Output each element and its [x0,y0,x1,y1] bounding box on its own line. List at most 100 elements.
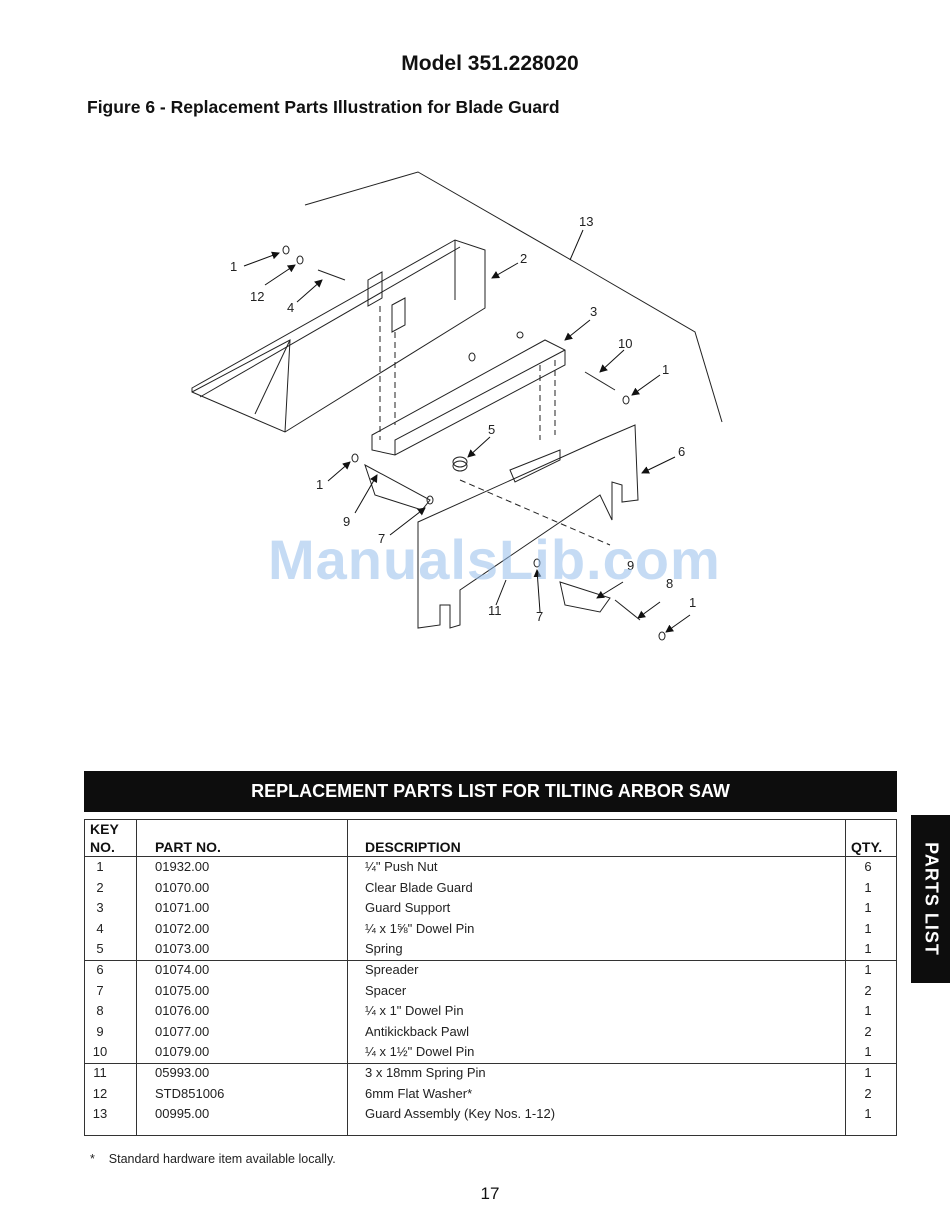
column-divider [136,820,137,1135]
qty-cell: 1 [864,962,872,977]
header-key: NO. [90,839,115,855]
part-no-cell: 01072.00 [155,920,210,936]
parts-list-side-tab: PARTS LIST [911,815,950,983]
guard-assembly-outline [304,171,723,423]
table-row: 1 01932.00 ¼" Push Nut 6 [85,857,896,878]
table-row: 3 01071.00 Guard Support 1 [85,898,896,919]
table-row: 10 01079.00 ¼ x 1½" Dowel Pin 1 [85,1042,896,1063]
page-number: 17 [480,1184,500,1203]
key-cell: 12 [92,1085,108,1101]
callout-label: 2 [520,251,527,266]
key-cell: 5 [96,941,104,957]
description-cell: ¼" Push Nut [365,859,438,874]
part-no-cell: 01076.00 [155,1003,210,1019]
callout-label: 10 [618,336,632,351]
qty-cell: 1 [864,941,872,957]
qty-cell: 1 [864,1044,872,1060]
guard-tab-right [391,297,406,333]
key-cell: 6 [96,962,104,977]
callout-label: 13 [579,214,593,229]
figure-title: Figure 6 - Replacement Parts Illustratio… [87,97,560,117]
description-cell: 6mm Flat Washer* [365,1085,473,1101]
spacer [426,495,434,505]
header-key: KEY [90,821,119,837]
column-divider [347,820,348,1135]
watermark: ManualsLib.com [268,528,721,591]
table-row: 5 01073.00 Spring 1 [85,939,896,960]
header-part: PART NO. [155,839,221,855]
qty-cell: 1 [864,900,872,916]
spring [452,456,468,472]
footnote: * Standard hardware item available local… [90,1152,336,1166]
callout-label: 3 [590,304,597,319]
description-cell: ¼ x 1" Dowel Pin [365,1003,464,1019]
part-no-cell: 01074.00 [155,962,210,977]
key-cell: 4 [96,920,104,936]
push-nut [658,631,666,641]
blade-guard-exploded-diagram: 1 2 3 4 5 6 7 9 10 1 1 11 12 13 7 9 8 1 [191,171,723,641]
callout-label: 7 [378,531,385,546]
qty-cell: 1 [864,920,872,936]
qty-cell: 6 [864,859,872,874]
antikickback-pawl-left [364,463,431,511]
callout-label: 4 [287,300,294,315]
description-cell: Spring [365,941,403,957]
key-cell: 10 [92,1044,108,1060]
callout-label: 9 [343,514,350,529]
flat-washer [296,255,304,265]
table-row: 13 00995.00 Guard Assembly (Key Nos. 1-12)… [85,1104,896,1125]
key-cell: 11 [93,1065,107,1080]
description-cell: Antikickback Pawl [365,1023,470,1039]
key-cell: 3 [96,900,104,916]
footnote-mark: * [90,1152,95,1166]
callout-label: 8 [666,576,673,591]
description-cell: Guard Assembly (Key Nos. 1-12) [365,1106,556,1122]
callout-label: 6 [678,444,685,459]
antikickback-pawl-right [559,581,611,613]
callout-label: 1 [662,362,669,377]
spreader [417,424,639,629]
qty-cell: 1 [864,1106,872,1122]
description-cell: Clear Blade Guard [365,879,473,895]
column-divider [845,820,846,1135]
part-no-cell: 01079.00 [155,1044,210,1060]
callout-label: 1 [230,259,237,274]
part-no-cell: 01073.00 [155,941,210,957]
qty-cell: 2 [864,1023,872,1039]
key-cell: 1 [96,859,104,874]
key-cell: 7 [96,982,104,998]
clear-blade-guard [191,239,486,433]
part-no-cell: 01932.00 [155,859,210,874]
callout-label: 1 [689,595,696,610]
row-divider [85,856,896,857]
part-no-cell: 00995.00 [155,1106,210,1122]
push-nut [351,453,359,463]
spacer [533,558,541,568]
description-cell: Spacer [365,982,407,998]
model-title: Model 351.228020 [401,52,579,75]
push-nut [622,395,630,405]
part-no-cell: 01071.00 [155,900,210,916]
callout-label: 5 [488,422,495,437]
callout-label: 11 [488,603,502,618]
qty-cell: 2 [864,982,872,998]
key-cell: 2 [96,879,104,895]
table-row: 6 01074.00 Spreader 1 [85,960,896,981]
description-cell: Spreader [365,962,419,977]
description-cell: ¼ x 1½" Dowel Pin [365,1044,475,1060]
key-cell: 13 [92,1106,108,1122]
callout-label: 9 [627,558,634,573]
qty-cell: 1 [864,879,872,895]
table-row: 7 01075.00 Spacer 2 [85,981,896,1002]
part-no-cell: 01070.00 [155,879,210,895]
description-cell: 3 x 18mm Spring Pin [365,1065,486,1080]
push-nut [282,245,290,255]
parts-list-banner: REPLACEMENT PARTS LIST FOR TILTING ARBOR… [84,771,897,812]
key-cell: 9 [96,1023,104,1039]
row-divider [85,1063,896,1064]
part-no-cell: 01075.00 [155,982,210,998]
description-cell: Guard Support [365,900,451,916]
